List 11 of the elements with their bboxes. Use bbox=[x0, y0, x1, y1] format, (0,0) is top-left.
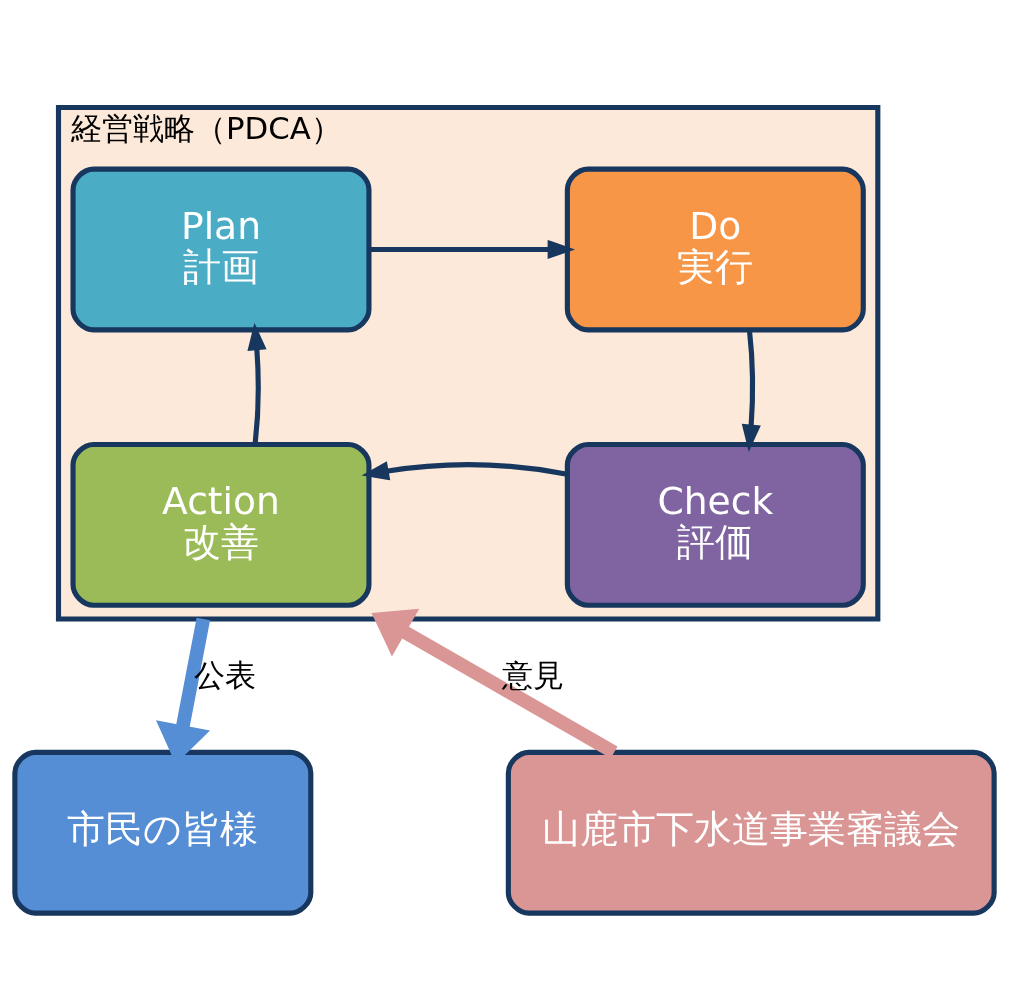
node-box: 山鹿市下水道事業審議会 bbox=[505, 749, 997, 916]
node-box: 市民の皆様 bbox=[12, 749, 314, 916]
arrow bbox=[369, 239, 576, 260]
node-box: Do 実行 bbox=[564, 166, 866, 333]
node-box: Plan 計画 bbox=[70, 166, 372, 333]
arrow bbox=[247, 322, 267, 445]
arrow bbox=[741, 330, 761, 452]
node-box: Check 評価 bbox=[564, 441, 866, 608]
node-box: Action 改善 bbox=[70, 441, 372, 608]
edge-label: 意見 bbox=[502, 657, 565, 694]
arrow bbox=[361, 461, 568, 481]
